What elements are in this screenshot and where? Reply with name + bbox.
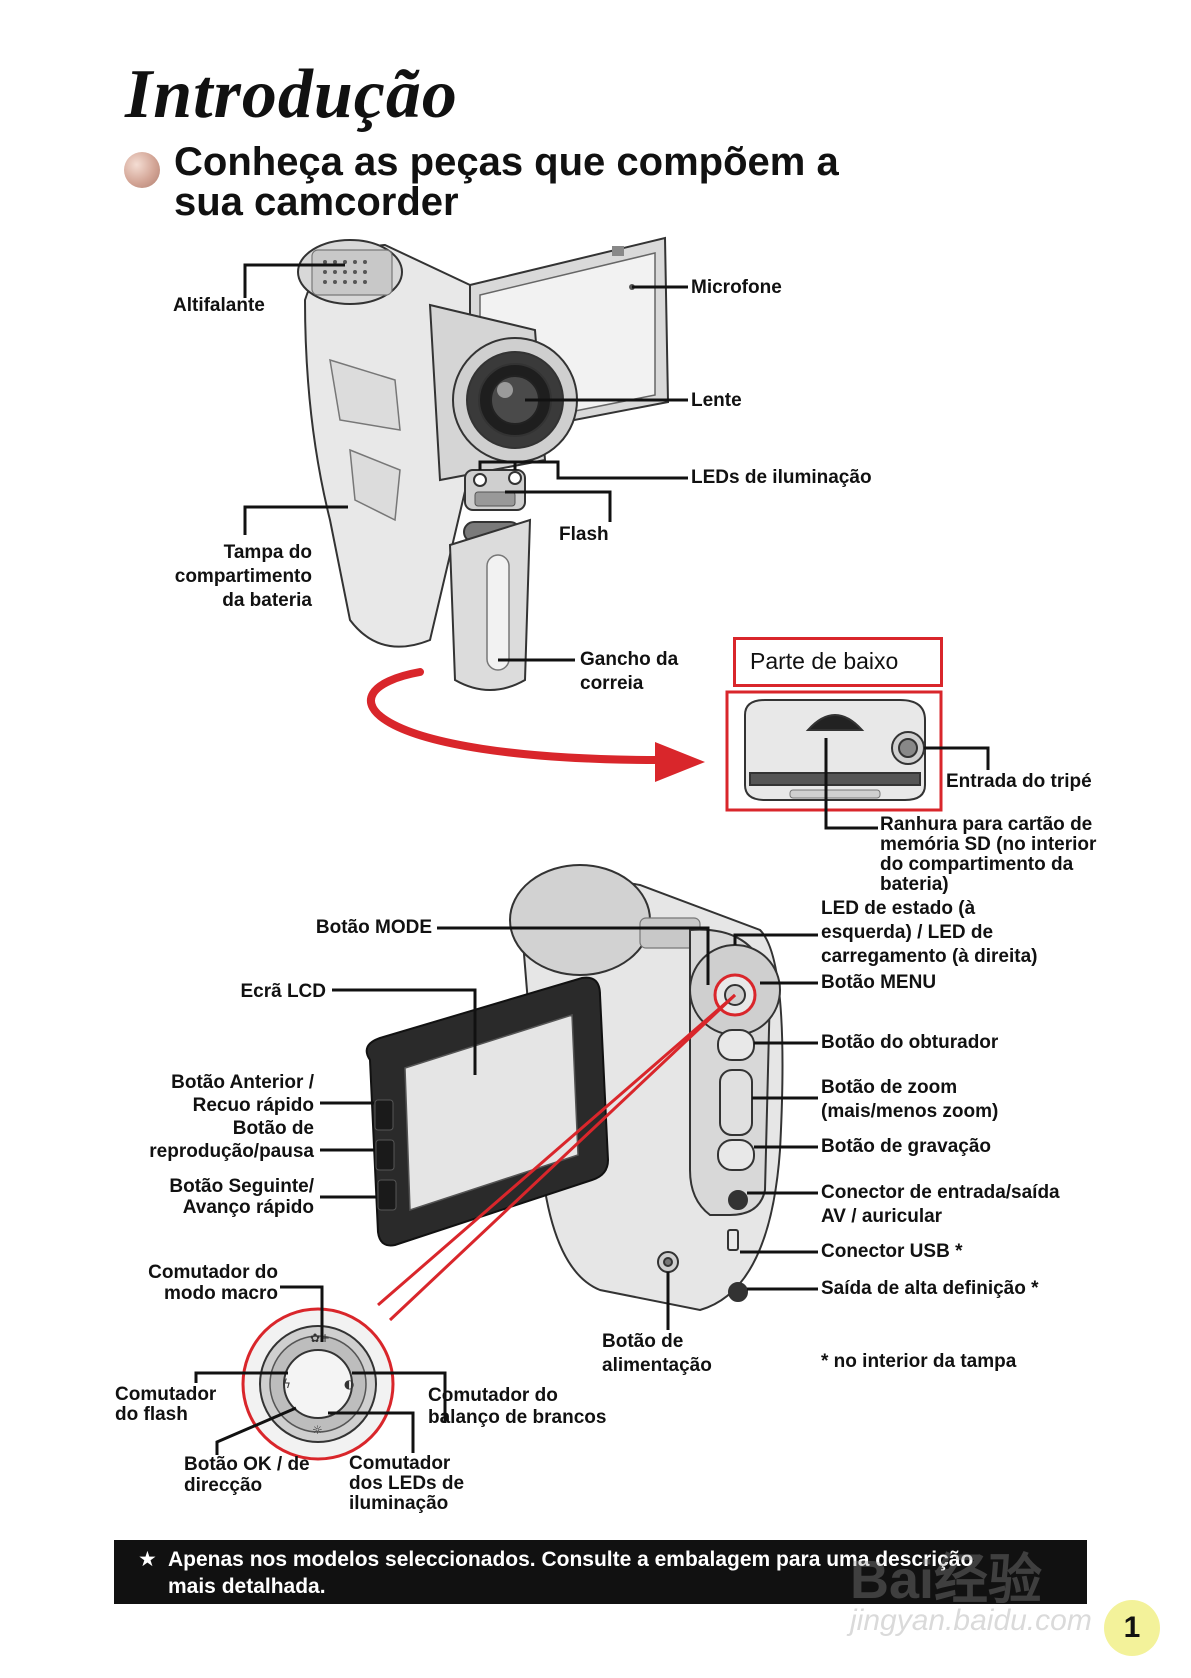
label-botoes-lcd: Botão Anterior / Recuo rápido Botão de r… [110, 1071, 314, 1163]
label-alimentacao-line1: Botão de [602, 1331, 684, 1352]
label-tampa-line3: da bateria [222, 590, 312, 611]
label-reproducao-line1: Botão de [232, 1118, 314, 1139]
section-heading-line2: sua camcorder [174, 180, 459, 224]
label-altifalante: Altifalante [173, 295, 265, 316]
label-ranhura-line4: bateria) [880, 874, 949, 895]
svg-text:ϟ: ϟ [283, 1377, 291, 1391]
label-led-estado-line2: esquerda) / LED de [821, 922, 994, 943]
label-comutador-macro: Comutador do modo macro [120, 1262, 278, 1304]
label-nota-tampa: * no interior da tampa [821, 1351, 1017, 1372]
navigation-dial-illustration: ✿+ ϟ ◐ ☼ [241, 1307, 395, 1461]
label-led-estado-line3: carregamento (à direita) [821, 946, 1038, 967]
label-dial-leds-line2: dos LEDs de [349, 1473, 465, 1494]
section-heading: Conheça as peças que compõem a sua camco… [174, 142, 839, 222]
label-tampa-line1: Tampa do [223, 542, 312, 563]
footer-note-text: Apenas nos modelos seleccionados. Consul… [168, 1546, 1068, 1600]
label-gancho-line2: correia [580, 673, 644, 694]
label-ranhura-line1: Ranhura para cartão de [880, 814, 1093, 835]
page-title: Introdução [125, 56, 458, 133]
red-arrow-curve [366, 668, 664, 764]
front-camcorder-illustration [297, 236, 670, 691]
label-tampa-bateria: Tampa do compartimento da bateria [150, 541, 312, 613]
label-conector-av: Conector de entrada/saída AV / auricular [821, 1181, 1060, 1229]
label-macro-line1: Comutador do [148, 1262, 278, 1283]
label-tampa-line2: compartimento [174, 566, 312, 587]
svg-text:☼: ☼ [312, 1423, 323, 1437]
page-number: 1 [1104, 1600, 1160, 1656]
label-saida-hd: Saída de alta definição * [821, 1278, 1039, 1299]
label-botao-seguinte: Botão Seguinte/ Avanço rápido [110, 1176, 314, 1218]
label-botao-mode: Botão MODE [315, 917, 432, 938]
red-arrow-head-icon [655, 742, 705, 782]
label-balanco-line1: Comutador do [428, 1385, 558, 1406]
label-balanco-line2: balanço de brancos [428, 1407, 607, 1428]
label-macro-line2: modo macro [163, 1283, 278, 1304]
label-led-estado: LED de estado (à esquerda) / LED de carr… [821, 897, 1037, 969]
label-dial-flash-line2: do flash [115, 1404, 188, 1425]
label-anterior-line1: Botão Anterior / [171, 1072, 314, 1093]
label-botao-obturador: Botão do obturador [821, 1032, 999, 1053]
leader-lines [194, 263, 990, 1455]
svg-text:◐: ◐ [344, 1377, 354, 1391]
label-ok-line2: direcção [184, 1475, 263, 1496]
label-lente: Lente [691, 390, 742, 411]
label-ecra-lcd: Ecrã LCD [240, 981, 326, 1002]
label-ranhura-line3: do compartimento da [880, 854, 1074, 875]
label-led-estado-line1: LED de estado (à [821, 898, 976, 919]
bottom-view-illustration [725, 690, 943, 812]
section-bullet-icon [124, 152, 160, 188]
label-gancho-correia: Gancho da correia [580, 648, 678, 696]
label-botao-alimentacao: Botão de alimentação [602, 1330, 712, 1378]
label-dial-flash-line1: Comutador [115, 1384, 217, 1405]
label-dial-leds-line1: Comutador [349, 1453, 451, 1474]
watermark-url: jingyan.baidu.com [850, 1604, 1092, 1637]
label-ok-line1: Botão OK / de [184, 1454, 310, 1475]
label-flash: Flash [559, 524, 609, 545]
label-seguinte-line2: Avanço rápido [182, 1197, 314, 1218]
label-microfone: Microfone [691, 277, 782, 298]
star-icon: ★ [138, 1548, 157, 1571]
watermark-logo: Bai经验 [850, 1550, 1043, 1610]
label-av-line1: Conector de entrada/saída [821, 1182, 1060, 1203]
svg-text:✿+: ✿+ [310, 1331, 330, 1345]
section-heading-line1: Conheça as peças que compõem a [174, 140, 839, 184]
back-camcorder-illustration [365, 864, 784, 1312]
footer-line2: mais detalhada. [168, 1575, 326, 1598]
label-anterior-line2: Recuo rápido [192, 1095, 314, 1116]
label-leds-iluminacao: LEDs de iluminação [691, 467, 872, 488]
label-reproducao-line2: reprodução/pausa [149, 1141, 314, 1162]
footer-line1: Apenas nos modelos seleccionados. Consul… [168, 1548, 974, 1571]
label-comutador-flash: Comutador do flash [115, 1385, 216, 1425]
label-alimentacao-line2: alimentação [602, 1355, 712, 1376]
label-av-line2: AV / auricular [821, 1206, 943, 1227]
label-botao-zoom: Botão de zoom (mais/menos zoom) [821, 1076, 998, 1124]
label-conector-usb: Conector USB * [821, 1241, 963, 1262]
label-botao-menu: Botão MENU [821, 972, 937, 993]
label-comutador-leds: Comutador dos LEDs de iluminação [349, 1454, 464, 1514]
bottom-view-title-box: Parte de baixo [733, 637, 943, 687]
label-ranhura-sd: Ranhura para cartão de memória SD (no in… [880, 815, 1096, 895]
label-comutador-balanco: Comutador do balanço de brancos [428, 1385, 606, 1429]
bottom-view-title: Parte de baixo [750, 648, 899, 674]
label-botao-gravacao: Botão de gravação [821, 1136, 991, 1157]
label-entrada-tripe: Entrada do tripé [946, 771, 1092, 792]
footer-note: ★ Apenas nos modelos seleccionados. Cons… [114, 1540, 1087, 1604]
label-zoom-line1: Botão de zoom [821, 1077, 958, 1098]
label-zoom-line2: (mais/menos zoom) [821, 1101, 999, 1122]
label-botao-ok: Botão OK / de direcção [184, 1454, 310, 1496]
label-dial-leds-line3: iluminação [349, 1493, 449, 1514]
label-ranhura-line2: memória SD (no interior [880, 834, 1097, 855]
label-seguinte-line1: Botão Seguinte/ [169, 1176, 314, 1197]
label-gancho-line1: Gancho da [580, 649, 679, 670]
